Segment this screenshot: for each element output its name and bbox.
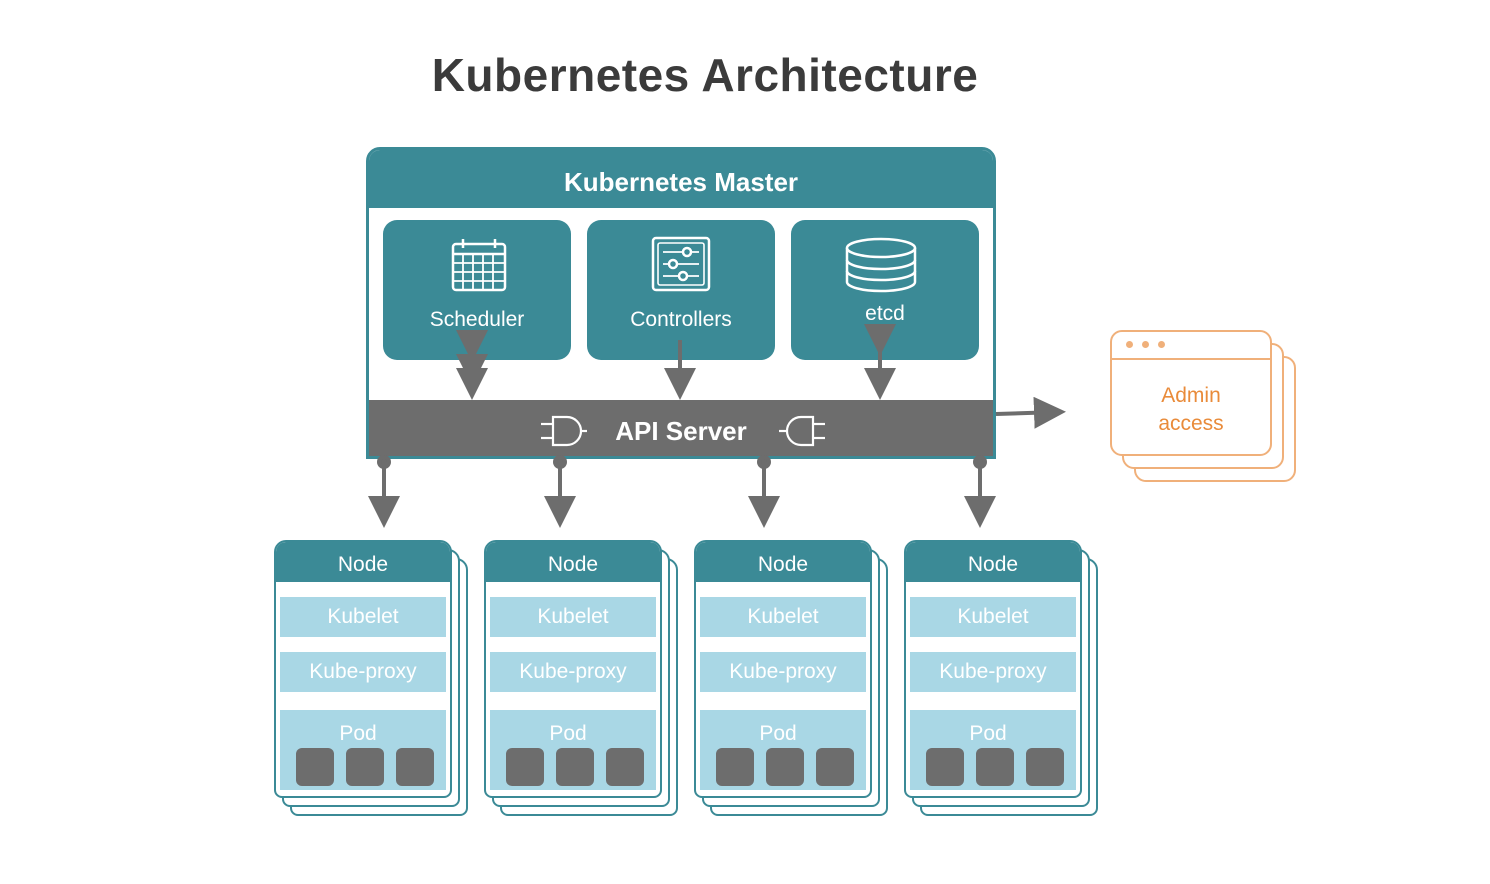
container (506, 748, 544, 786)
node-title: Node (906, 542, 1080, 582)
pod-label: Pod (339, 722, 377, 745)
admin-label-line2: access (1158, 412, 1224, 435)
scheduler-label: Scheduler (429, 308, 525, 331)
kubelet: Kubelet (490, 597, 656, 637)
plug-left-icon (539, 412, 589, 456)
pod: Pod (910, 710, 1076, 790)
worker-node: Node Kubelet Kube-proxy Pod (484, 540, 680, 822)
worker-node: Node Kubelet Kube-proxy Pod (694, 540, 890, 822)
container (816, 748, 854, 786)
kubelet: Kubelet (700, 597, 866, 637)
pod-label: Pod (759, 722, 797, 745)
api-server-bar: API Server (369, 400, 993, 456)
container (606, 748, 644, 786)
container (556, 748, 594, 786)
kube-proxy: Kube-proxy (700, 652, 866, 692)
pod: Pod (490, 710, 656, 790)
api-server-label: API Server (615, 416, 747, 446)
admin-label-line1: Admin (1161, 384, 1221, 407)
container (346, 748, 384, 786)
kubelet: Kubelet (910, 597, 1076, 637)
node-title: Node (486, 542, 660, 582)
pod: Pod (280, 710, 446, 790)
container (1026, 748, 1064, 786)
kube-proxy: Kube-proxy (490, 652, 656, 692)
worker-node: Node Kubelet Kube-proxy Pod (904, 540, 1100, 822)
kubelet: Kubelet (280, 597, 446, 637)
api-admin-arrow (995, 396, 1066, 429)
node-title: Node (276, 542, 450, 582)
master-header: Kubernetes Master (369, 150, 993, 208)
admin-window-icon: Admin access (1110, 330, 1272, 456)
container (396, 748, 434, 786)
container (766, 748, 804, 786)
worker-node: Node Kubelet Kube-proxy Pod (274, 540, 470, 822)
controllers-label: Controllers (630, 308, 732, 331)
pod: Pod (700, 710, 866, 790)
pod-label: Pod (969, 722, 1007, 745)
calendar-icon (383, 236, 571, 296)
database-icon (791, 236, 979, 296)
etcd-label: etcd (865, 302, 905, 325)
admin-access: Admin access (1110, 330, 1305, 490)
scheduler-box: Scheduler (383, 220, 571, 360)
container (926, 748, 964, 786)
container (716, 748, 754, 786)
plug-right-icon (777, 412, 827, 456)
controllers-box: Controllers (587, 220, 775, 360)
kube-proxy: Kube-proxy (910, 652, 1076, 692)
container (976, 748, 1014, 786)
pod-label: Pod (549, 722, 587, 745)
container (296, 748, 334, 786)
sliders-icon (587, 236, 775, 296)
diagram-title: Kubernetes Architecture (431, 49, 979, 101)
node-title: Node (696, 542, 870, 582)
kube-proxy: Kube-proxy (280, 652, 446, 692)
